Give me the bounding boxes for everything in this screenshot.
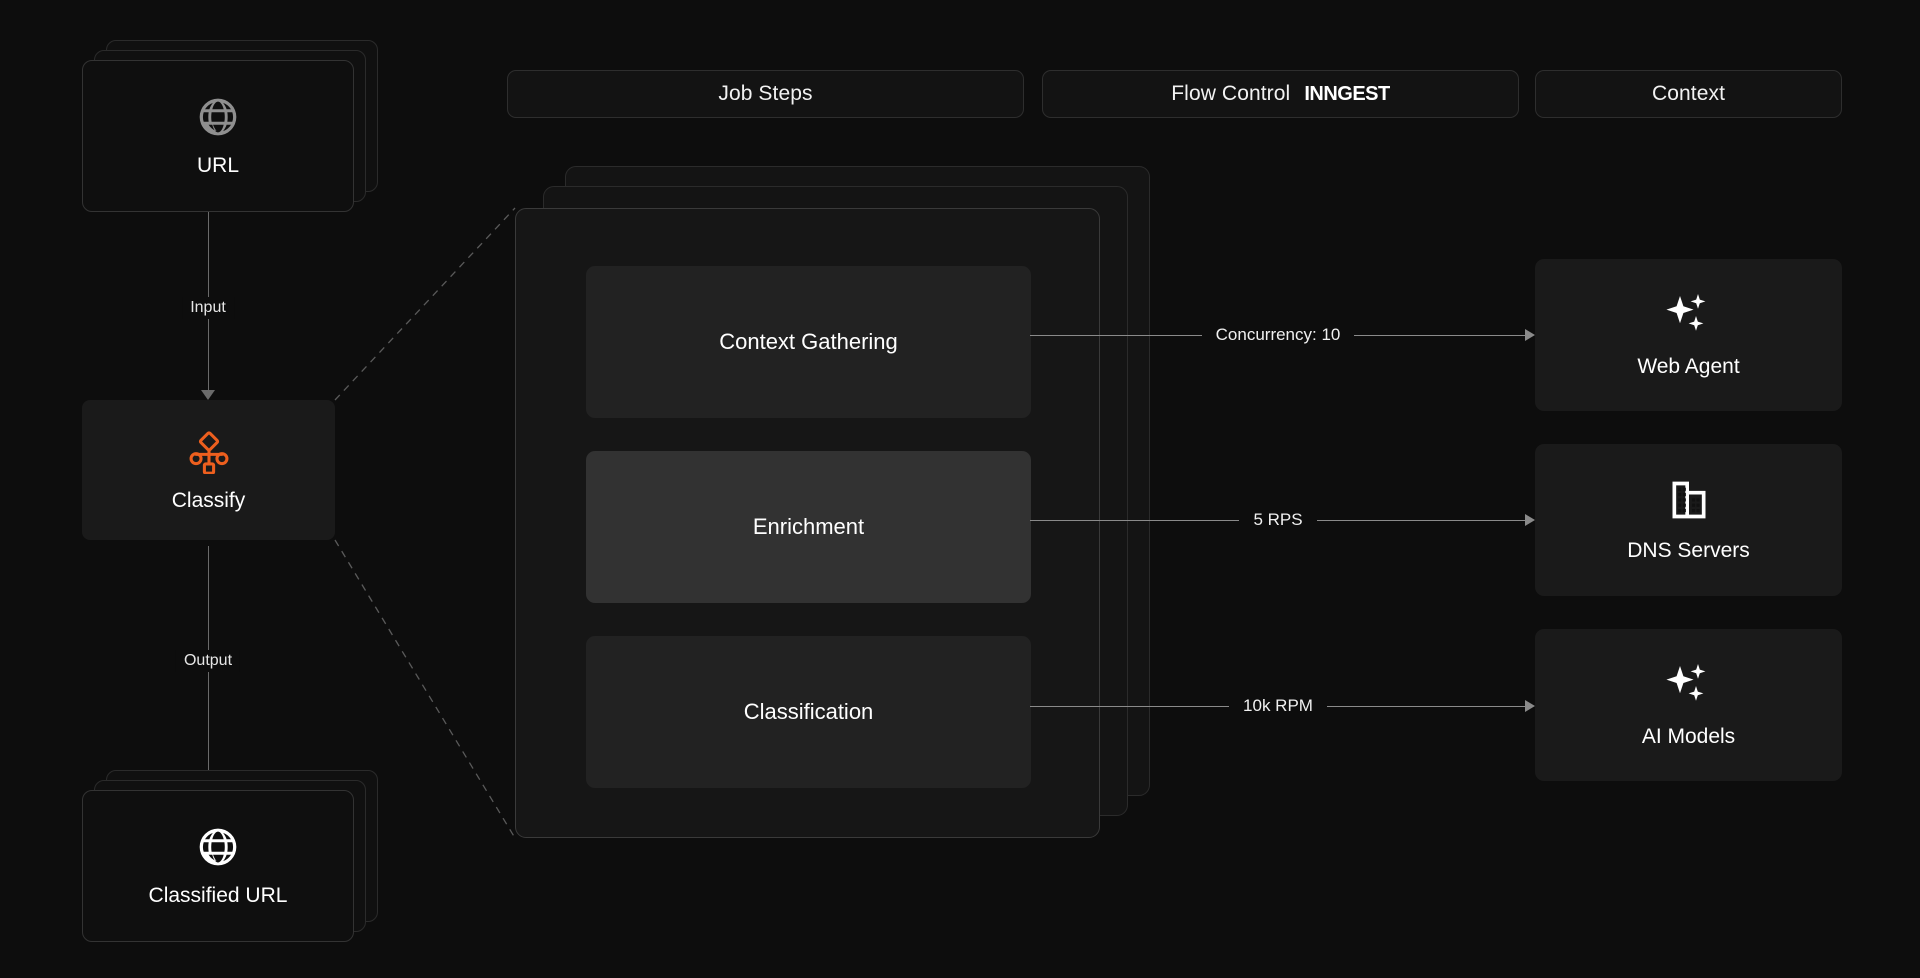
job-step-label: Context Gathering [719,329,898,354]
building-icon [1666,478,1712,527]
header-job-steps-label: Job Steps [718,82,813,105]
flow-edge-label: 5 RPS [1253,510,1303,529]
globe-icon [196,825,240,874]
edge-segment-right [1326,705,1527,707]
job-step-context-gathering[interactable]: Context Gathering [586,266,1031,418]
job-step-label: Enrichment [752,514,865,539]
dashed-edge-top [334,207,516,401]
edge-segment-left [1030,519,1240,521]
edge-segment-left [1030,705,1230,707]
job-panel-front[interactable]: Context Gathering Enrichment Classificat… [515,208,1100,838]
edge-segment-right [1316,519,1527,521]
flow-edge-concurrency: Concurrency: 10 [1030,323,1536,347]
globe-icon [196,95,240,144]
edge-arrowhead-icon [1525,329,1536,341]
context-card-dns-servers[interactable]: DNS Servers [1535,444,1842,596]
context-card-web-agent[interactable]: Web Agent [1535,259,1842,411]
header-context[interactable]: Context [1535,70,1842,118]
sparkles-icon [1663,292,1715,343]
context-card-label: DNS Servers [1627,538,1750,562]
workflow-branch-icon [186,428,232,479]
input-card-front[interactable]: URL [82,60,354,212]
sparkles-icon [1663,662,1715,713]
edge-arrowhead-icon [1525,700,1536,712]
header-flow-control-label: Flow Control [1171,82,1291,105]
output-card-front[interactable]: Classified URL [82,790,354,942]
header-context-label: Context [1651,82,1726,105]
flow-edge-label: 10k RPM [1243,696,1313,715]
input-edge-arrowhead [201,390,215,400]
inngest-logo: INNGEST [1304,82,1390,105]
output-card-label: Classified URL [148,883,288,907]
output-edge-label: Output [175,650,241,672]
classify-node[interactable]: Classify [82,400,335,540]
context-card-ai-models[interactable]: AI Models [1535,629,1842,781]
context-card-label: Web Agent [1637,354,1740,378]
flow-edge-rps: 5 RPS [1030,508,1536,532]
header-flow-control[interactable]: Flow Control INNGEST [1042,70,1519,118]
classify-node-label: Classify [171,488,246,512]
job-step-enrichment[interactable]: Enrichment [586,451,1031,603]
job-step-label: Classification [743,699,874,724]
flow-edge-rpm: 10k RPM [1030,694,1536,718]
job-step-classification[interactable]: Classification [586,636,1031,788]
input-edge-label: Input [182,297,234,319]
flow-edge-label: Concurrency: 10 [1215,325,1341,344]
context-card-label: AI Models [1641,724,1736,748]
edge-arrowhead-icon [1525,514,1536,526]
header-job-steps[interactable]: Job Steps [507,70,1024,118]
edge-segment-right [1354,334,1527,336]
input-card-label: URL [196,153,239,177]
edge-segment-left [1030,334,1202,336]
